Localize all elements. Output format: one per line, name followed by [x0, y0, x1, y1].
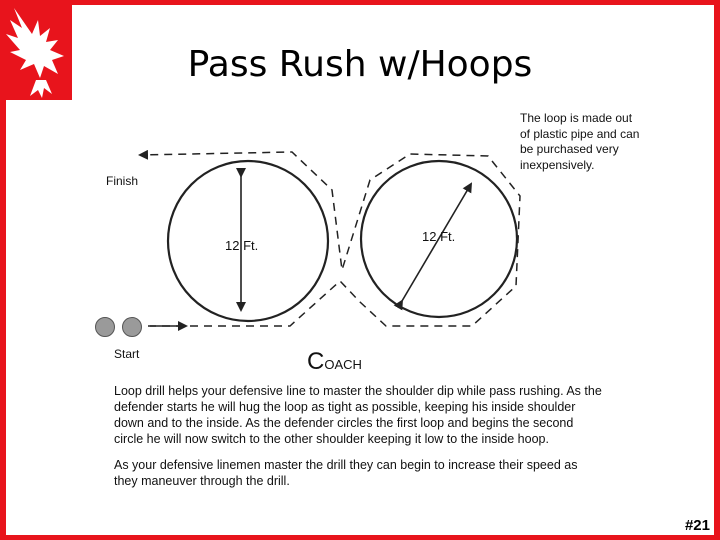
slide-title: Pass Rush w/Hoops	[187, 44, 533, 85]
description-paragraph-1: Loop drill helps your defensive line to …	[114, 384, 602, 446]
coach-label: COACH	[307, 348, 362, 376]
slide-number: #21	[684, 517, 710, 534]
frame-left-border	[0, 0, 6, 540]
coach-label-initial: C	[307, 348, 325, 375]
hoop-left	[166, 159, 330, 323]
hoop-right	[359, 159, 519, 319]
eagle-logo	[0, 0, 72, 100]
finish-label: Finish	[106, 174, 139, 188]
loop-material-note: The loop is made out of plastic pipe and…	[520, 111, 640, 172]
rush-path	[138, 149, 521, 327]
player-marker	[122, 317, 142, 337]
frame-right-border	[714, 0, 720, 540]
frame-bottom-border	[0, 535, 720, 540]
hoop-right-size-label: 12 Ft.	[422, 229, 456, 244]
frame-top-border	[0, 0, 720, 5]
player-marker	[95, 317, 115, 337]
drill-description: Loop drill helps your defensive line to …	[114, 383, 604, 499]
start-label: Start	[114, 347, 140, 361]
description-paragraph-2: As your defensive linemen master the dri…	[114, 458, 578, 488]
hoop-right-diameter-arrow	[393, 182, 473, 311]
coach-label-rest: OACH	[324, 357, 362, 372]
eagle-icon	[6, 8, 64, 98]
hoop-left-size-label: 12 Ft.	[225, 238, 259, 253]
